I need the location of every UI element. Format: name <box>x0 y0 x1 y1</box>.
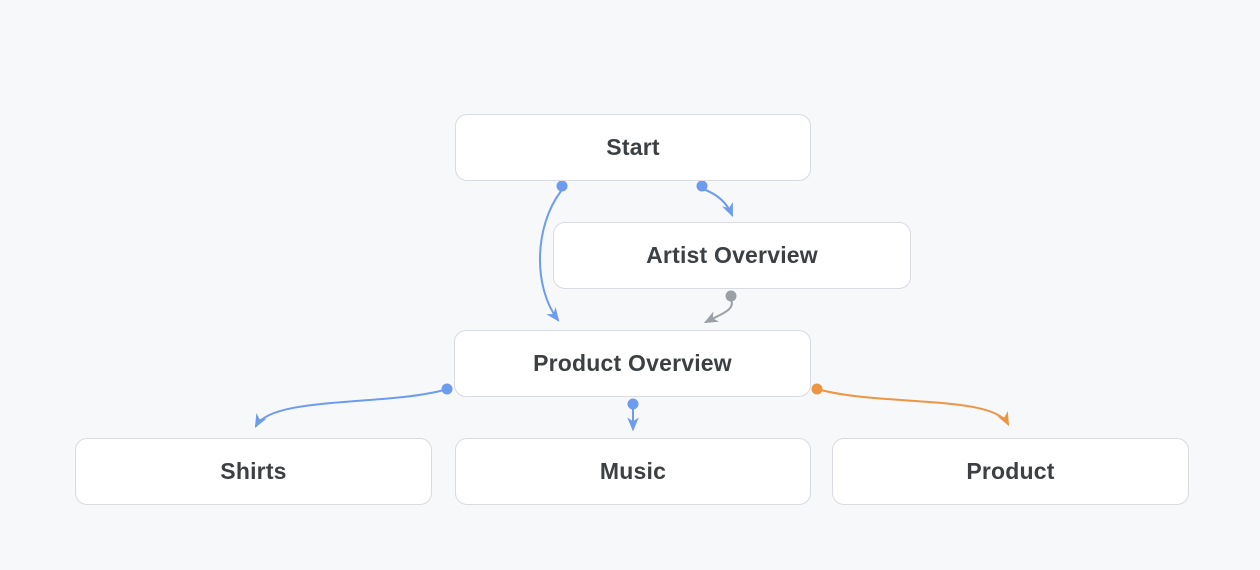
node-label: Artist Overview <box>646 242 818 268</box>
edge-source-dot <box>811 383 823 395</box>
edge-source-dot <box>627 398 639 410</box>
edge-source-dot <box>696 180 708 192</box>
node-product[interactable]: Product <box>832 438 1189 505</box>
edge-product-overview-to-shirts <box>254 383 453 429</box>
node-label: Product <box>966 458 1055 484</box>
edge-source-dot <box>556 180 568 192</box>
edge-product-overview-to-product <box>811 383 1010 427</box>
node-start[interactable]: Start <box>455 114 811 181</box>
edge-line <box>702 188 733 218</box>
node-label: Start <box>606 134 660 160</box>
edge-start-to-artist-overview <box>696 180 733 218</box>
edge-source-dot <box>441 383 453 395</box>
node-product-overview[interactable]: Product Overview <box>454 330 811 397</box>
edge-source-dot <box>725 290 737 302</box>
node-music[interactable]: Music <box>455 438 811 505</box>
edge-product-overview-to-music <box>627 398 639 432</box>
node-label: Product Overview <box>533 350 732 376</box>
node-artist-overview[interactable]: Artist Overview <box>553 222 911 289</box>
node-label: Shirts <box>220 458 287 484</box>
edge-line <box>820 389 1010 427</box>
edge-line <box>703 299 733 324</box>
edge-line <box>254 389 445 429</box>
edge-artist-overview-to-product-overview <box>703 290 737 324</box>
node-shirts[interactable]: Shirts <box>75 438 432 505</box>
node-label: Music <box>599 458 667 484</box>
